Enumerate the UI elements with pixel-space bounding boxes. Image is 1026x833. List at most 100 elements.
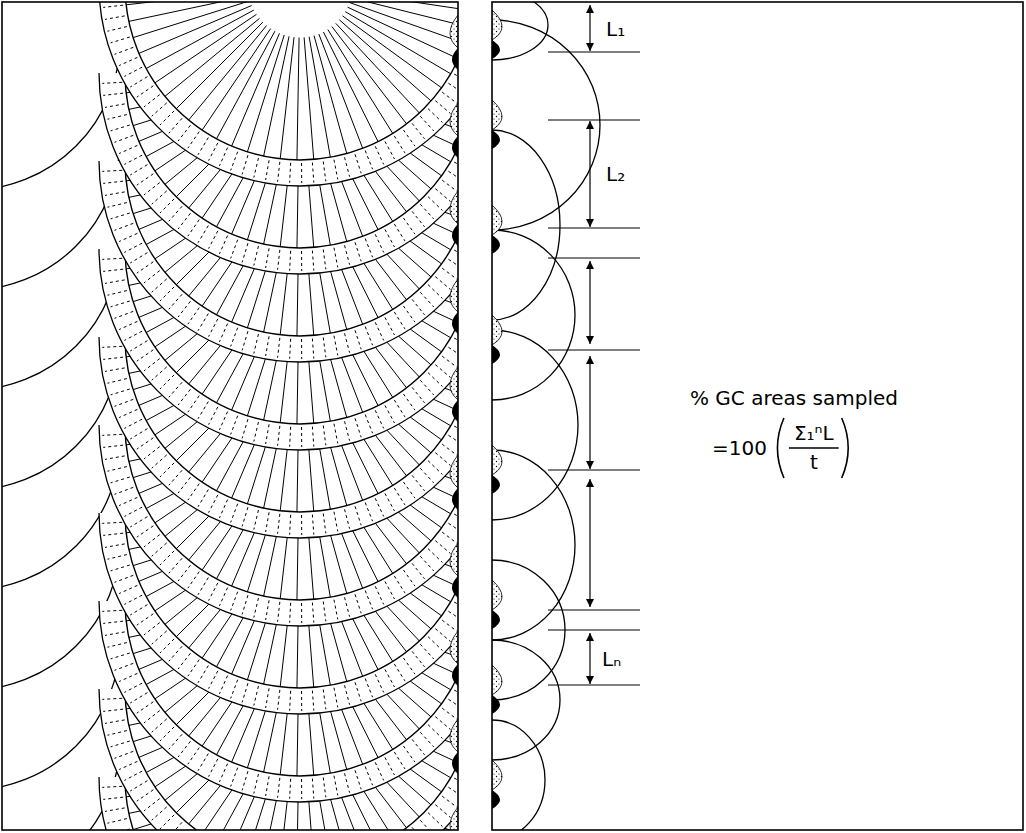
refined-grain-dash xyxy=(428,461,442,475)
refined-grain-dash xyxy=(365,767,372,786)
refined-grain-dash xyxy=(107,467,126,472)
refined-grain-dash xyxy=(254,334,259,353)
stippled-haz xyxy=(492,315,502,345)
refined-grain-dash xyxy=(242,419,248,438)
refined-grain-dash xyxy=(334,424,338,444)
refined-grain-dash xyxy=(428,285,442,299)
refined-grain-dash xyxy=(345,245,350,264)
refined-grain-dash xyxy=(242,507,248,526)
stippled-haz xyxy=(450,807,458,830)
tick-line xyxy=(548,52,640,53)
refined-grain-dash xyxy=(365,151,372,170)
refined-grain-dash xyxy=(385,141,395,159)
stippled-haz xyxy=(450,279,458,312)
refined-grain-dash xyxy=(219,412,227,430)
refined-grain-dash xyxy=(231,240,238,259)
dimension-arrow xyxy=(589,479,590,607)
refined-grain-dash xyxy=(124,507,142,516)
refined-grain-dash xyxy=(169,382,182,397)
dimension-arrow xyxy=(589,633,590,684)
refined-grain-dash xyxy=(209,319,218,337)
refined-grain-dash xyxy=(102,522,122,523)
refined-grain-dash xyxy=(160,551,174,565)
refined-grain-dash xyxy=(102,610,122,611)
bead-boundary xyxy=(492,640,560,760)
refined-grain-dash xyxy=(102,786,122,787)
bead-boundary xyxy=(492,330,578,520)
refined-grain-dash xyxy=(137,702,153,713)
refined-grain-dash xyxy=(124,771,142,780)
refined-grain-dash xyxy=(442,92,458,104)
refined-grain-dash xyxy=(242,595,248,614)
refined-grain-dash xyxy=(278,602,280,622)
refined-grain-dash xyxy=(278,162,280,182)
refined-grain-dash xyxy=(219,236,227,254)
refined-grain-dash xyxy=(152,543,167,556)
refined-grain-dash xyxy=(103,93,123,95)
refined-grain-dash xyxy=(435,189,450,202)
refined-grain-dash xyxy=(266,424,269,444)
refined-grain-dash xyxy=(130,77,147,87)
fusion-boundary xyxy=(125,2,458,160)
refined-grain-dash xyxy=(394,488,405,505)
refined-grain-dash xyxy=(231,152,238,171)
columnar-grain xyxy=(348,7,458,59)
refined-grain-dash xyxy=(198,226,208,243)
refined-grain-dash xyxy=(105,16,125,19)
refined-grain-dash xyxy=(178,125,190,141)
refined-grain-dash xyxy=(160,199,174,213)
refined-grain-dash xyxy=(435,101,450,114)
stippled-haz xyxy=(450,15,458,48)
gc-region xyxy=(492,695,500,714)
refined-grain-dash xyxy=(188,660,199,676)
refined-grain-dash xyxy=(152,279,167,292)
refined-grain-dash xyxy=(124,595,142,604)
tick-line xyxy=(548,470,640,471)
refined-grain-dash xyxy=(103,621,123,623)
refined-grain-dash xyxy=(420,644,434,659)
gc-region xyxy=(492,130,500,149)
refined-grain-dash xyxy=(355,506,361,525)
refined-grain-dash xyxy=(420,820,434,830)
refined-grain-dash xyxy=(448,171,458,182)
refined-grain-dash xyxy=(448,611,458,622)
stippled-haz xyxy=(450,367,458,400)
dimension-arrow xyxy=(589,356,590,469)
gc-region xyxy=(492,610,500,629)
refined-grain-dash xyxy=(115,399,134,406)
refined-grain-dash xyxy=(111,37,130,43)
refined-grain-dash xyxy=(137,614,153,625)
refined-grain-dash xyxy=(119,57,137,65)
refined-grain-dash xyxy=(266,688,269,708)
refined-grain-dash xyxy=(219,148,227,166)
refined-grain-dash xyxy=(420,380,434,395)
refined-grain-dash xyxy=(105,192,125,195)
refined-grain-dash xyxy=(266,776,269,796)
refined-grain-dash xyxy=(111,565,130,571)
refined-grain-dash xyxy=(403,130,415,146)
refined-grain-dash xyxy=(323,425,326,445)
refined-grain-dash xyxy=(160,463,174,477)
refined-grain-dash xyxy=(375,498,383,516)
columnar-grain xyxy=(129,2,249,21)
refined-grain-dash xyxy=(107,27,126,32)
refined-grain-dash xyxy=(107,643,126,648)
refined-grain-dash xyxy=(428,109,442,123)
refined-grain-dash xyxy=(231,328,238,347)
refined-grain-dash xyxy=(119,497,137,505)
tick-line xyxy=(548,120,640,121)
refined-grain-dash xyxy=(278,338,280,358)
refined-grain-dash xyxy=(169,118,182,133)
refined-grain-dash xyxy=(119,673,137,681)
refined-grain-dash xyxy=(278,514,280,534)
refined-grain-dash xyxy=(355,594,361,613)
refined-grain-dash xyxy=(442,796,458,808)
refined-grain-dash xyxy=(385,317,395,335)
columnar-grain xyxy=(146,10,254,68)
refined-grain-dash xyxy=(178,477,190,493)
refined-grain-dash xyxy=(345,597,350,616)
refined-grain-dash xyxy=(403,482,415,498)
refined-grain-dash xyxy=(178,389,190,405)
gc-region xyxy=(452,312,458,334)
